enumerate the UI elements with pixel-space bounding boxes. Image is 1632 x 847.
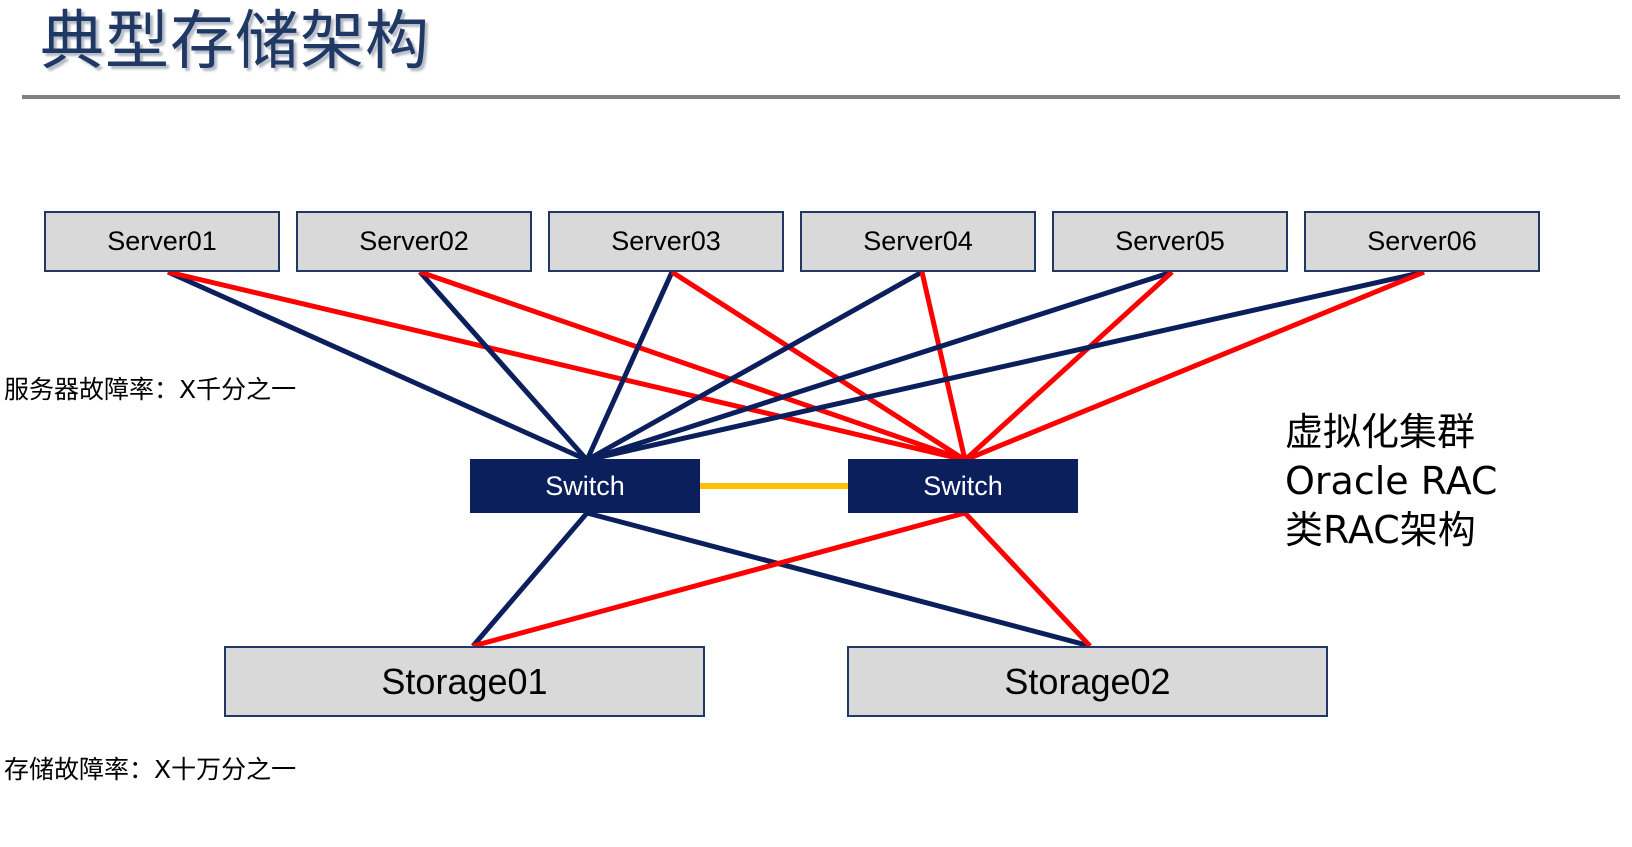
note-server-failure-rate: 服务器故障率：X千分之一: [4, 375, 297, 404]
node-label: Switch: [545, 470, 625, 501]
node-server-04[interactable]: Server04: [800, 211, 1036, 272]
node-label: Switch: [923, 470, 1003, 501]
node-label: Server03: [611, 226, 721, 256]
node-label: Server01: [107, 226, 217, 256]
node-storage-01[interactable]: Storage01: [224, 646, 705, 717]
node-switch-right[interactable]: Switch: [848, 459, 1078, 513]
note-storage-failure-rate: 存储故障率：X十万分之一: [4, 755, 297, 784]
node-server-03[interactable]: Server03: [548, 211, 784, 272]
node-server-05[interactable]: Server05: [1052, 211, 1288, 272]
link-switch-right-storage-01: [472, 510, 966, 649]
link-server-5-switch-left: [586, 269, 1173, 463]
link-server-5-switch-right: [963, 270, 1174, 462]
link-switch-left-storage-02: [586, 510, 1091, 649]
link-server-3-switch-right: [670, 269, 967, 463]
node-label: Server06: [1367, 226, 1477, 256]
node-server-06[interactable]: Server06: [1304, 211, 1540, 272]
link-server-4-switch-left: [585, 269, 924, 463]
link-server-2-switch-right: [419, 269, 966, 463]
node-label: Server05: [1115, 226, 1225, 256]
node-server-01[interactable]: Server01: [44, 211, 280, 272]
node-server-02[interactable]: Server02: [296, 211, 532, 272]
link-server-1-switch-right: [167, 269, 966, 463]
node-label: Server02: [359, 226, 469, 256]
link-server-1-switch-left: [166, 269, 589, 463]
link-switch-left-storage-01: [471, 511, 589, 648]
cluster-note-line-3: 类RAC架构: [1285, 508, 1476, 552]
page-title: 典型存储架构: [40, 5, 430, 79]
cluster-note-line-2: Oracle RAC: [1285, 459, 1498, 503]
node-storage-02[interactable]: Storage02: [847, 646, 1328, 717]
link-switch-right-storage-02: [963, 511, 1092, 648]
node-switch-left[interactable]: Switch: [470, 459, 700, 513]
link-server-2-switch-left: [418, 270, 589, 462]
title-divider: [22, 95, 1620, 99]
node-label: Storage01: [381, 660, 548, 702]
cluster-note: 虚拟化集群 Oracle RAC 类RAC架构: [1285, 408, 1497, 555]
cluster-note-line-1: 虚拟化集群: [1285, 410, 1476, 454]
link-server-4-switch-right: [919, 271, 968, 461]
link-server-3-switch-left: [584, 270, 675, 462]
node-label: Storage02: [1004, 660, 1171, 702]
node-label: Server04: [863, 226, 973, 256]
